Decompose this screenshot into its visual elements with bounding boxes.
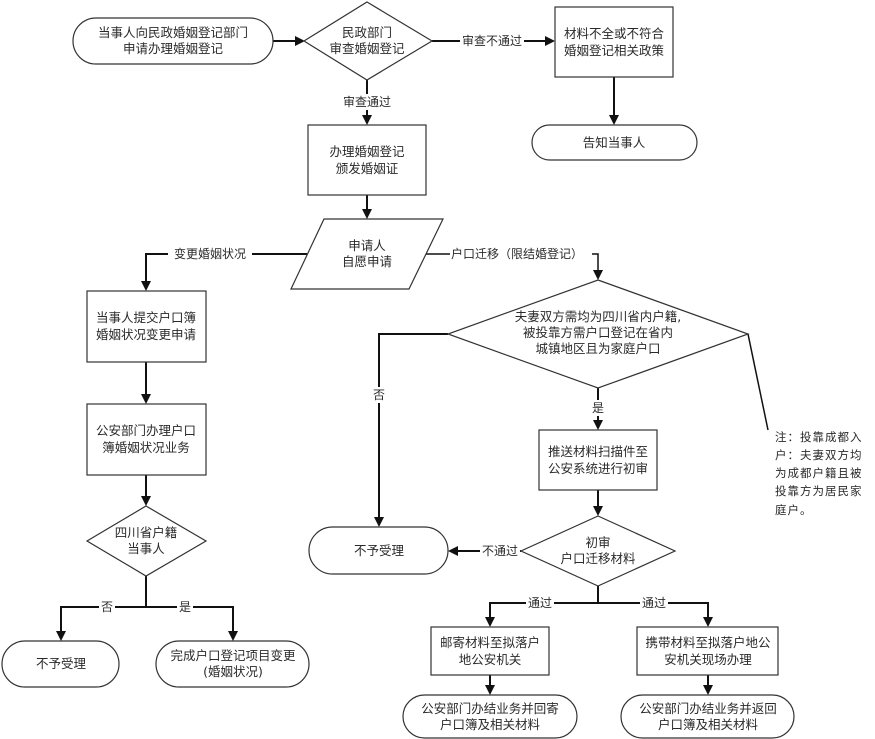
svg-text:不予受理: 不予受理 <box>354 543 405 558</box>
svg-text:投靠方为居民家: 投靠方为居民家 <box>775 484 863 498</box>
svg-text:审查不通过: 审查不通过 <box>462 33 522 48</box>
svg-text:不通过: 不通过 <box>482 544 518 558</box>
edge-condition-no <box>374 333 448 527</box>
svg-text:婚姻状况变更申请: 婚姻状况变更申请 <box>96 327 196 342</box>
svg-text:户口簿及相关材料: 户口簿及相关材料 <box>658 717 759 732</box>
svg-text:四川省户籍: 四川省户籍 <box>115 525 178 540</box>
svg-text:公安系统进行初审: 公安系统进行初审 <box>548 461 648 476</box>
svg-text:颁发婚姻证: 颁发婚姻证 <box>336 161 399 176</box>
node-complete[interactable]: 完成户口登记项目变更 (婚姻状况) <box>155 640 310 688</box>
svg-text:户：夫妻双方均: 户：夫妻双方均 <box>775 448 863 462</box>
edge-label-change-status: 变更婚姻状况 <box>168 246 252 262</box>
svg-text:是: 是 <box>592 401 604 415</box>
node-start[interactable]: 当事人向民政婚姻登记部门 申请办理婚姻登记 <box>72 17 274 65</box>
node-mail[interactable]: 邮寄材料至拟落户 地公安机关 <box>430 626 550 676</box>
svg-text:夫妻双方需均为四川省内户籍,: 夫妻双方需均为四川省内户籍, <box>515 309 681 324</box>
svg-text:变更婚姻状况: 变更婚姻状况 <box>174 246 246 261</box>
svg-text:簿婚姻状况业务: 簿婚姻状况业务 <box>102 440 190 455</box>
node-reject-mid[interactable]: 不予受理 <box>308 526 449 575</box>
svg-text:城镇地区且为家庭户口: 城镇地区且为家庭户口 <box>535 341 660 356</box>
node-push[interactable]: 推送材料扫描件至 公安系统进行初审 <box>538 429 658 491</box>
edge-apply-submit <box>141 253 307 291</box>
edge-label-review-pass: 审查通过 <box>338 94 396 110</box>
node-submit[interactable]: 当事人提交户口簿 婚姻状况变更申请 <box>86 290 207 363</box>
node-notify[interactable]: 告知当事人 <box>531 124 698 161</box>
svg-text:办理婚姻登记: 办理婚姻登记 <box>329 144 405 159</box>
svg-text:公安部门办结业务并返回: 公安部门办结业务并返回 <box>639 701 777 716</box>
edge-label-condition-no: 否 <box>371 387 387 403</box>
svg-text:审查通过: 审查通过 <box>343 94 391 109</box>
svg-text:否: 否 <box>101 600 113 614</box>
svg-text:是: 是 <box>179 600 191 614</box>
svg-text:审查婚姻登记: 审查婚姻登记 <box>329 41 405 56</box>
svg-text:申请办理婚姻登记: 申请办理婚姻登记 <box>123 41 224 56</box>
svg-text:为成都户籍且被: 为成都户籍且被 <box>775 466 863 480</box>
svg-text:注：投靠成都入: 注：投靠成都入 <box>775 430 863 444</box>
svg-text:(婚姻状况): (婚姻状况) <box>203 664 263 679</box>
edge-label-sichuan-no: 否 <box>99 599 115 615</box>
svg-text:当事人向民政婚姻登记部门: 当事人向民政婚姻登记部门 <box>98 25 248 40</box>
svg-text:户口簿及相关材料: 户口簿及相关材料 <box>440 717 541 732</box>
node-police-handle[interactable]: 公安部门办理户口 簿婚姻状况业务 <box>86 403 207 476</box>
edge-label-initial-fail: 不通过 <box>480 543 520 559</box>
edge-label-sichuan-yes: 是 <box>177 599 193 615</box>
svg-text:推送材料扫描件至: 推送材料扫描件至 <box>548 444 648 459</box>
node-carry[interactable]: 携带材料至拟落户地公 安机关现场办理 <box>636 626 779 676</box>
svg-text:邮寄材料至拟落户: 邮寄材料至拟落户 <box>440 635 540 650</box>
node-mail-done[interactable]: 公安部门办结业务并回寄 户口簿及相关材料 <box>402 694 578 739</box>
svg-text:完成户口登记项目变更: 完成户口登记项目变更 <box>170 648 296 663</box>
edge-label-condition-yes: 是 <box>590 400 606 416</box>
svg-text:自愿申请: 自愿申请 <box>342 254 392 269</box>
svg-text:庭户。: 庭户。 <box>775 503 813 517</box>
svg-text:公安部门办结业务并回寄: 公安部门办结业务并回寄 <box>421 701 559 716</box>
node-fail-box[interactable]: 材料不全或不符合 婚姻登记相关政策 <box>554 6 674 78</box>
svg-text:材料不全或不符合: 材料不全或不符合 <box>564 26 665 41</box>
svg-text:初审: 初审 <box>585 535 610 550</box>
node-register[interactable]: 办理婚姻登记 颁发婚姻证 <box>307 124 427 196</box>
edge-label-migrate: 户口迁移（限结婚登记） <box>450 246 592 262</box>
edge-sichuan-no <box>56 606 146 641</box>
node-apply[interactable]: 申请人 自愿申请 <box>290 218 444 290</box>
edge-label-review-fail: 审查不通过 <box>460 33 524 49</box>
svg-text:通过: 通过 <box>528 596 552 610</box>
node-carry-done[interactable]: 公安部门办结业务并返回 户口簿及相关材料 <box>620 694 795 739</box>
edge-label-pass-left: 通过 <box>526 595 554 611</box>
svg-text:当事人提交户口簿: 当事人提交户口簿 <box>96 310 196 325</box>
svg-text:民政部门: 民政部门 <box>342 25 392 40</box>
svg-text:户口迁移（限结婚登记）: 户口迁移（限结婚登记） <box>451 246 583 261</box>
node-reject-left[interactable]: 不予受理 <box>1 640 120 688</box>
svg-text:当事人: 当事人 <box>127 541 165 556</box>
edge-initial-pass-left <box>485 602 598 627</box>
edge-condition-note <box>747 333 769 431</box>
svg-text:婚姻登记相关政策: 婚姻登记相关政策 <box>564 43 665 58</box>
svg-text:告知当事人: 告知当事人 <box>583 135 646 150</box>
node-sichuan-decision[interactable]: 四川省户籍 当事人 <box>85 505 208 577</box>
node-condition-decision[interactable]: 夫妻双方需均为四川省内户籍, 被投靠方需户口登记在省内 城镇地区且为家庭户口 <box>446 279 750 389</box>
note-annotation: 注：投靠成都入 户：夫妻双方均 为成都户籍且被 投靠方为居民家 庭户。 <box>775 430 863 517</box>
svg-text:被投靠方需户口登记在省内: 被投靠方需户口登记在省内 <box>523 325 673 340</box>
svg-text:不予受理: 不予受理 <box>36 656 87 671</box>
svg-text:户口迁移材料: 户口迁移材料 <box>560 551 636 566</box>
edge-label-pass-right: 通过 <box>640 595 668 611</box>
edge-sichuan-yes <box>146 606 238 641</box>
svg-text:安机关现场办理: 安机关现场办理 <box>664 652 752 667</box>
svg-text:地公安机关: 地公安机关 <box>459 652 522 667</box>
node-initial-review-decision[interactable]: 初审 户口迁移材料 <box>519 515 677 587</box>
svg-text:携带材料至拟落户地公: 携带材料至拟落户地公 <box>645 635 771 650</box>
svg-text:通过: 通过 <box>642 596 666 610</box>
node-review-decision[interactable]: 民政部门 审查婚姻登记 <box>302 1 434 81</box>
svg-text:公安部门办理户口: 公安部门办理户口 <box>96 423 196 438</box>
svg-text:否: 否 <box>373 388 385 402</box>
svg-text:申请人: 申请人 <box>348 238 386 253</box>
edge-initial-pass-right <box>598 602 713 627</box>
